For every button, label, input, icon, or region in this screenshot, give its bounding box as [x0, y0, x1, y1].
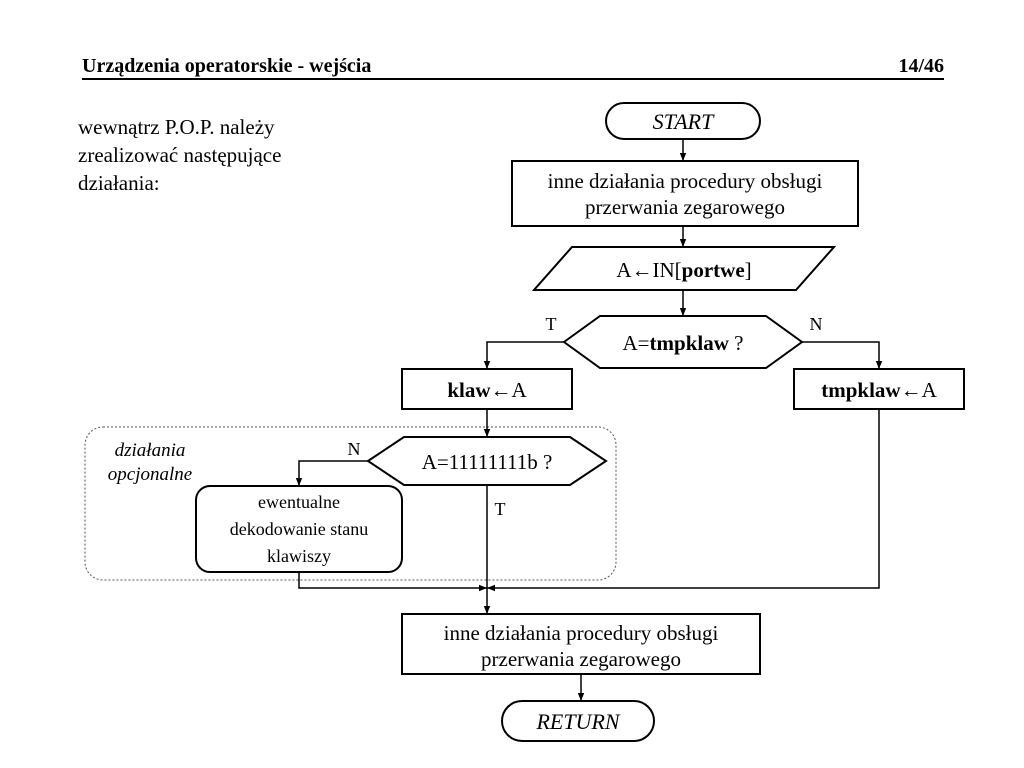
- process-box-2: inne działania procedury obsługi przerwa…: [401, 613, 761, 675]
- title-underline: [82, 78, 944, 80]
- decode-box: ewentualne dekodowanie stanu klawiszy: [195, 485, 403, 573]
- decision-hexagon-1: A=tmpklaw ?: [562, 315, 804, 369]
- return-label: RETURN: [535, 709, 620, 734]
- intro-text: wewnątrz P.O.P. należy zrealizować nastę…: [78, 113, 358, 197]
- process-box-1: inne działania procedury obsługi przerwa…: [511, 160, 859, 227]
- arrow-right-merge: [487, 409, 880, 592]
- decision1-no-label: N: [810, 314, 823, 334]
- decode-line2: dekodowanie stanu: [230, 519, 368, 539]
- optional-label-line1: działania: [115, 440, 186, 461]
- process1-line2: przerwania zegarowego: [585, 195, 785, 219]
- start-label: START: [653, 109, 715, 134]
- arrow-decision2-no: [295, 460, 368, 486]
- decision1-label: A=tmpklaw ?: [623, 331, 744, 355]
- decision2-label: A=11111111b ?: [422, 450, 553, 474]
- intro-line-1: wewnątrz P.O.P. należy: [78, 115, 275, 139]
- decision2-no-label: N: [348, 439, 361, 459]
- assign-left-label: klaw←A: [447, 378, 527, 402]
- input-label: A←IN[portwe]: [616, 258, 751, 282]
- intro-line-2: zrealizować następujące: [78, 143, 282, 167]
- arrow-decision1-yes: [483, 341, 564, 369]
- slide-title: Urządzenia operatorskie - wejścia: [82, 55, 372, 77]
- assign-right-label: tmpklaw←A: [821, 378, 937, 402]
- process2-line2: przerwania zegarowego: [481, 647, 681, 671]
- decision1-yes-label: T: [546, 314, 557, 334]
- decode-line1: ewentualne: [258, 492, 340, 512]
- assign-right-box: tmpklaw←A: [793, 368, 965, 410]
- page-number: 14/46: [898, 55, 944, 77]
- decision2-yes-label: T: [495, 499, 506, 519]
- assign-left-box: klaw←A: [401, 368, 573, 410]
- start-terminator: START: [605, 102, 761, 140]
- input-parallelogram: A←IN[portwe]: [531, 246, 837, 291]
- arrow-decision1-no: [802, 341, 883, 369]
- decode-line3: klawiszy: [267, 546, 331, 566]
- decision-hexagon-2: A=11111111b ?: [366, 436, 608, 486]
- return-terminator: RETURN: [501, 700, 655, 742]
- optional-actions-region: [84, 426, 617, 581]
- process2-line1: inne działania procedury obsługi: [444, 621, 719, 645]
- optional-label-line2: opcjonalne: [108, 464, 192, 485]
- intro-line-3: działania:: [78, 171, 160, 195]
- arrow-decode-merge: [298, 572, 487, 592]
- process1-line1: inne działania procedury obsługi: [548, 169, 823, 193]
